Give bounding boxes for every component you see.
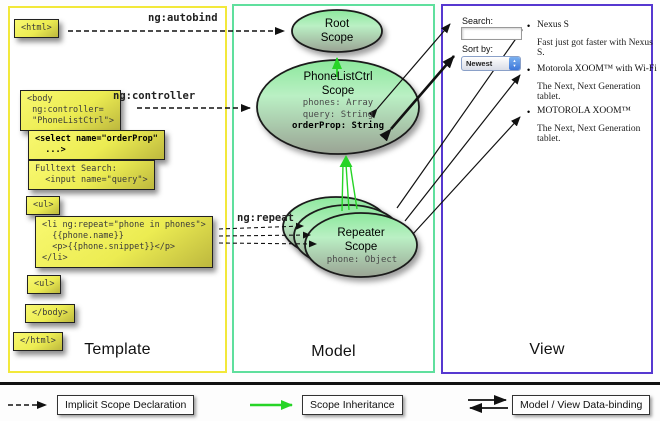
search-input[interactable] <box>461 27 522 40</box>
sort-by-label: Sort by: <box>462 44 494 54</box>
ng-controller-label: ng:controller <box>113 90 196 102</box>
code-box-html-open: <html> <box>14 19 59 39</box>
phone-item-desc: The Next, Next Generation tablet. <box>537 124 641 144</box>
scope-prop-phone: phone: Object <box>326 255 398 265</box>
phone-item-desc: Fast just got faster with Nexus S. <box>537 38 653 58</box>
bullet-icon: • <box>527 65 531 75</box>
phonelistctrl-scope-label: PhoneListCtrl Scope phones: Array query:… <box>258 71 418 133</box>
phone-item-title: Nexus S <box>537 20 569 30</box>
phone-item-desc: The Next, Next Generation tablet. <box>537 82 641 102</box>
model-column <box>232 4 435 373</box>
code-box-select: <select name="orderProp" ...> <box>28 130 165 161</box>
bullet-icon: • <box>527 107 531 117</box>
legend-scope-inheritance: Scope Inheritance <box>302 395 403 415</box>
phone-item-title: Motorola XOOM™ with Wi-Fi <box>537 64 657 74</box>
code-box-li-repeat: <li ng:repeat="phone in phones"> {{phone… <box>35 216 213 269</box>
model-column-label: Model <box>311 343 356 360</box>
code-box-body-open: <body ng:controller= "PhoneListCtrl"> <box>20 90 121 132</box>
repeater-scope-title: Repeater Scope <box>337 227 385 253</box>
root-scope-title: Root Scope <box>320 18 354 44</box>
code-box-ul-close: <ul> <box>27 275 62 295</box>
legend-separator <box>0 382 660 385</box>
sort-select[interactable]: Newest ▲▼ <box>461 56 521 71</box>
code-box-fulltext: Fulltext Search: <input name="query"> <box>28 160 155 191</box>
phonelistctrl-scope-title: PhoneListCtrl Scope <box>303 71 373 97</box>
sort-select-value: Newest <box>466 58 493 68</box>
legend-implicit-scope-declaration: Implicit Scope Declaration <box>57 395 195 415</box>
template-column-label: Template <box>84 341 151 358</box>
root-scope-label: Root Scope <box>297 18 377 45</box>
scope-prop-orderprop: orderProp: String <box>291 121 385 132</box>
ng-autobind-label: ng:autobind <box>148 12 218 24</box>
legend-model-view-databinding: Model / View Data-binding <box>512 395 651 415</box>
code-box-ul-open: <ul> <box>26 196 61 216</box>
phone-item-title: MOTOROLA XOOM™ <box>537 106 631 116</box>
bullet-icon: • <box>527 21 531 31</box>
search-label: Search: <box>462 16 494 26</box>
view-column-label: View <box>529 341 565 358</box>
code-box-html-close: </html> <box>13 332 63 352</box>
repeater-scope-label: Repeater Scope <box>321 227 401 254</box>
scope-prop-phones: phones: Array <box>302 98 374 109</box>
scope-prop-query: query: String <box>302 109 374 120</box>
code-box-body-close: </body> <box>25 304 75 324</box>
ng-repeat-label: ng:repeat <box>237 212 294 224</box>
select-stepper-icon: ▲▼ <box>509 57 520 70</box>
repeater-scope-prop: phone: Object <box>316 255 408 267</box>
